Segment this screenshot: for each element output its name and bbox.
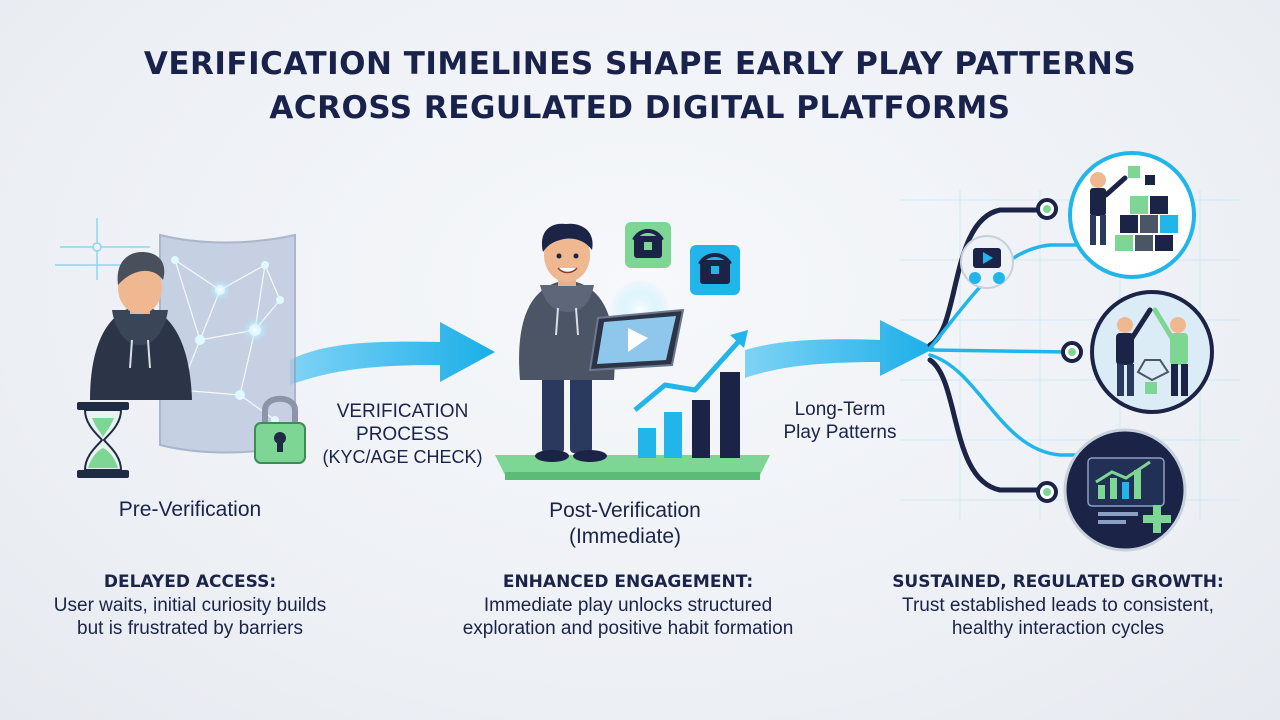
- process-line-1: VERIFICATION: [336, 401, 469, 422]
- hourglass-icon: [77, 402, 129, 478]
- growth-bars: [633, 330, 748, 458]
- desc-long-term-heading: SUSTAINED, REGULATED GROWTH:: [892, 572, 1224, 592]
- page-title: VERIFICATION TIMELINES SHAPE EARLY PLAY …: [0, 42, 1280, 130]
- engaged-user-figure: [519, 223, 615, 462]
- process-line-3: (KYC/AGE CHECK): [322, 447, 483, 467]
- desc-pre: DELAYED ACCESS: User waits, initial curi…: [0, 570, 400, 640]
- left-circuit-lines: [55, 218, 150, 280]
- outcome-circle-collaboration: [1090, 290, 1214, 414]
- process-line-2: PROCESS: [356, 424, 449, 445]
- platform-base: [495, 455, 770, 480]
- reward-chest-icon-green: [625, 222, 671, 268]
- desc-post: ENHANCED ENGAGEMENT: Immediate play unlo…: [418, 570, 838, 640]
- title-line-2: ACROSS REGULATED DIGITAL PLATFORMS: [269, 90, 1011, 126]
- long-term-label: Long-Term Play Patterns: [760, 398, 920, 444]
- waiting-user-figure: [90, 252, 192, 400]
- outcome-circle-dashboard: [1063, 428, 1187, 552]
- arrow-post-to-longterm: [745, 320, 935, 378]
- tablet-device: [588, 280, 685, 372]
- post-label-line-1: Post-Verification: [549, 499, 701, 522]
- desc-pre-line-1: User waits, initial curiosity builds: [53, 595, 327, 616]
- desc-long-term-line-1: Trust established leads to consistent,: [902, 595, 1214, 616]
- padlock-icon: [254, 395, 306, 464]
- arrow-pre-to-post: [290, 322, 495, 385]
- desc-pre-heading: DELAYED ACCESS:: [103, 572, 277, 592]
- title-line-1: VERIFICATION TIMELINES SHAPE EARLY PLAY …: [143, 46, 1137, 82]
- desc-long-term-line-2: healthy interaction cycles: [951, 618, 1165, 639]
- stage-label-pre: Pre-Verification: [118, 498, 262, 521]
- desc-long-term: SUSTAINED, REGULATED GROWTH: Trust estab…: [848, 570, 1268, 640]
- desc-post-heading: ENHANCED ENGAGEMENT:: [502, 572, 754, 592]
- long-term-line-1: Long-Term: [794, 399, 886, 420]
- outcome-circle-building: [1068, 151, 1196, 279]
- reward-chest-icon-blue: [690, 245, 740, 295]
- long-term-line-2: Play Patterns: [783, 422, 897, 443]
- video-node-icon: [960, 235, 1014, 289]
- process-label: VERIFICATION PROCESS (KYC/AGE CHECK): [310, 400, 495, 469]
- stage-label-post: Post-Verification (Immediate): [490, 498, 760, 550]
- post-label-line-2: (Immediate): [568, 525, 682, 548]
- network-barrier-panel: [159, 233, 296, 454]
- desc-pre-line-2: but is frustrated by barriers: [77, 618, 303, 639]
- desc-post-line-1: Immediate play unlocks structured: [483, 595, 773, 616]
- desc-post-line-2: exploration and positive habit formation: [462, 618, 794, 639]
